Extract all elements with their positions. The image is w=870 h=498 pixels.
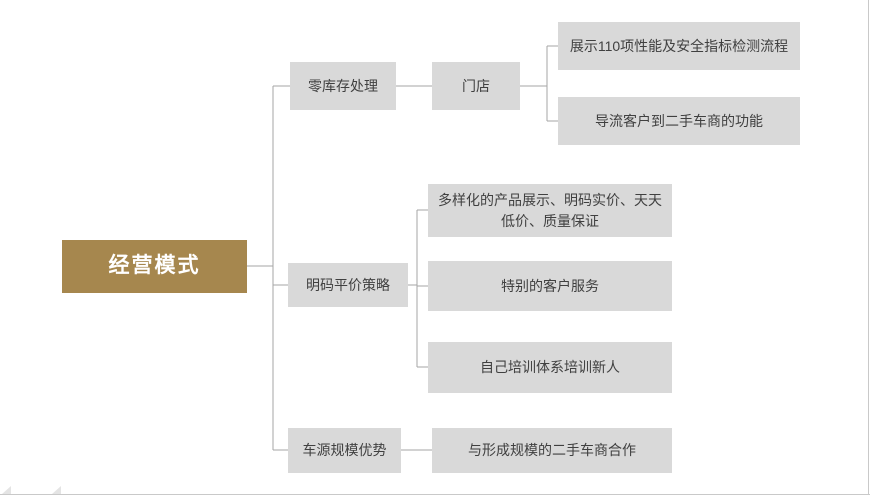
slide-corner-mark: [52, 486, 61, 494]
slide-bottom-edge: [0, 494, 870, 495]
branch-car-source-scale[interactable]: 车源规模优势: [288, 428, 401, 473]
leaf-special-service[interactable]: 特别的客户服务: [428, 261, 672, 311]
leaf-customer-referral[interactable]: 导流客户到二手车商的功能: [558, 97, 800, 145]
node-store[interactable]: 门店: [432, 62, 520, 110]
leaf-inspection-process[interactable]: 展示110项性能及安全指标检测流程: [558, 22, 800, 70]
branch-zero-inventory[interactable]: 零库存处理: [290, 62, 396, 110]
branch-fixed-price-strategy[interactable]: 明码平价策略: [288, 263, 408, 307]
root-node-business-model[interactable]: 经营模式: [62, 240, 247, 293]
leaf-training-system[interactable]: 自己培训体系培训新人: [428, 342, 672, 393]
leaf-diverse-products[interactable]: 多样化的产品展示、明码实价、天天低价、质量保证: [428, 184, 672, 237]
slide-right-edge: [868, 0, 869, 495]
leaf-dealer-cooperation[interactable]: 与形成规模的二手车商合作: [432, 428, 672, 473]
slide-corner-mark: [2, 486, 11, 494]
